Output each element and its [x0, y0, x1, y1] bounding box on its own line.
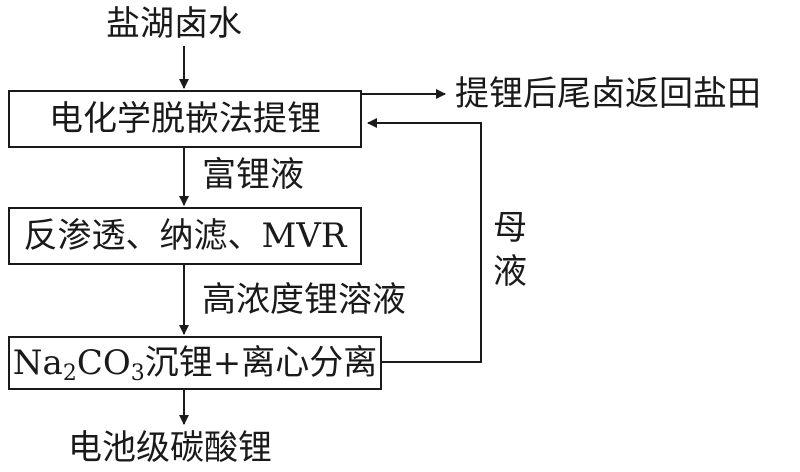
node-step2-label: 反渗透、纳滤、MVR: [23, 216, 347, 256]
node-side-output: 提锂后尾卤返回盐田: [455, 74, 761, 114]
node-step2-box: 反渗透、纳滤、MVR: [8, 207, 362, 265]
node-step3-box: Na2CO3沉锂+离心分离: [8, 336, 382, 390]
step3-sub-3: 3: [130, 361, 145, 386]
recycle-label-2: 液: [493, 252, 527, 292]
step3-suffix: 沉锂+离心分离: [144, 343, 378, 383]
node-source: 盐湖卤水: [106, 4, 242, 44]
node-step3-label: Na2CO3沉锂+离心分离: [12, 343, 378, 386]
step3-sub-2: 2: [62, 361, 77, 386]
edge1-label: 富锂液: [202, 155, 304, 195]
step3-co: CO: [76, 343, 131, 383]
edge2-label: 高浓度锂溶液: [202, 280, 406, 320]
node-step1-label: 电化学脱嵌法提锂: [49, 99, 321, 139]
step3-na: Na: [12, 343, 63, 383]
arrow-recycle-mother-liquor: [367, 118, 482, 363]
node-product: 电池级碳酸锂: [68, 428, 272, 468]
recycle-label-1: 母: [493, 208, 527, 248]
node-step1-box: 电化学脱嵌法提锂: [8, 90, 362, 148]
